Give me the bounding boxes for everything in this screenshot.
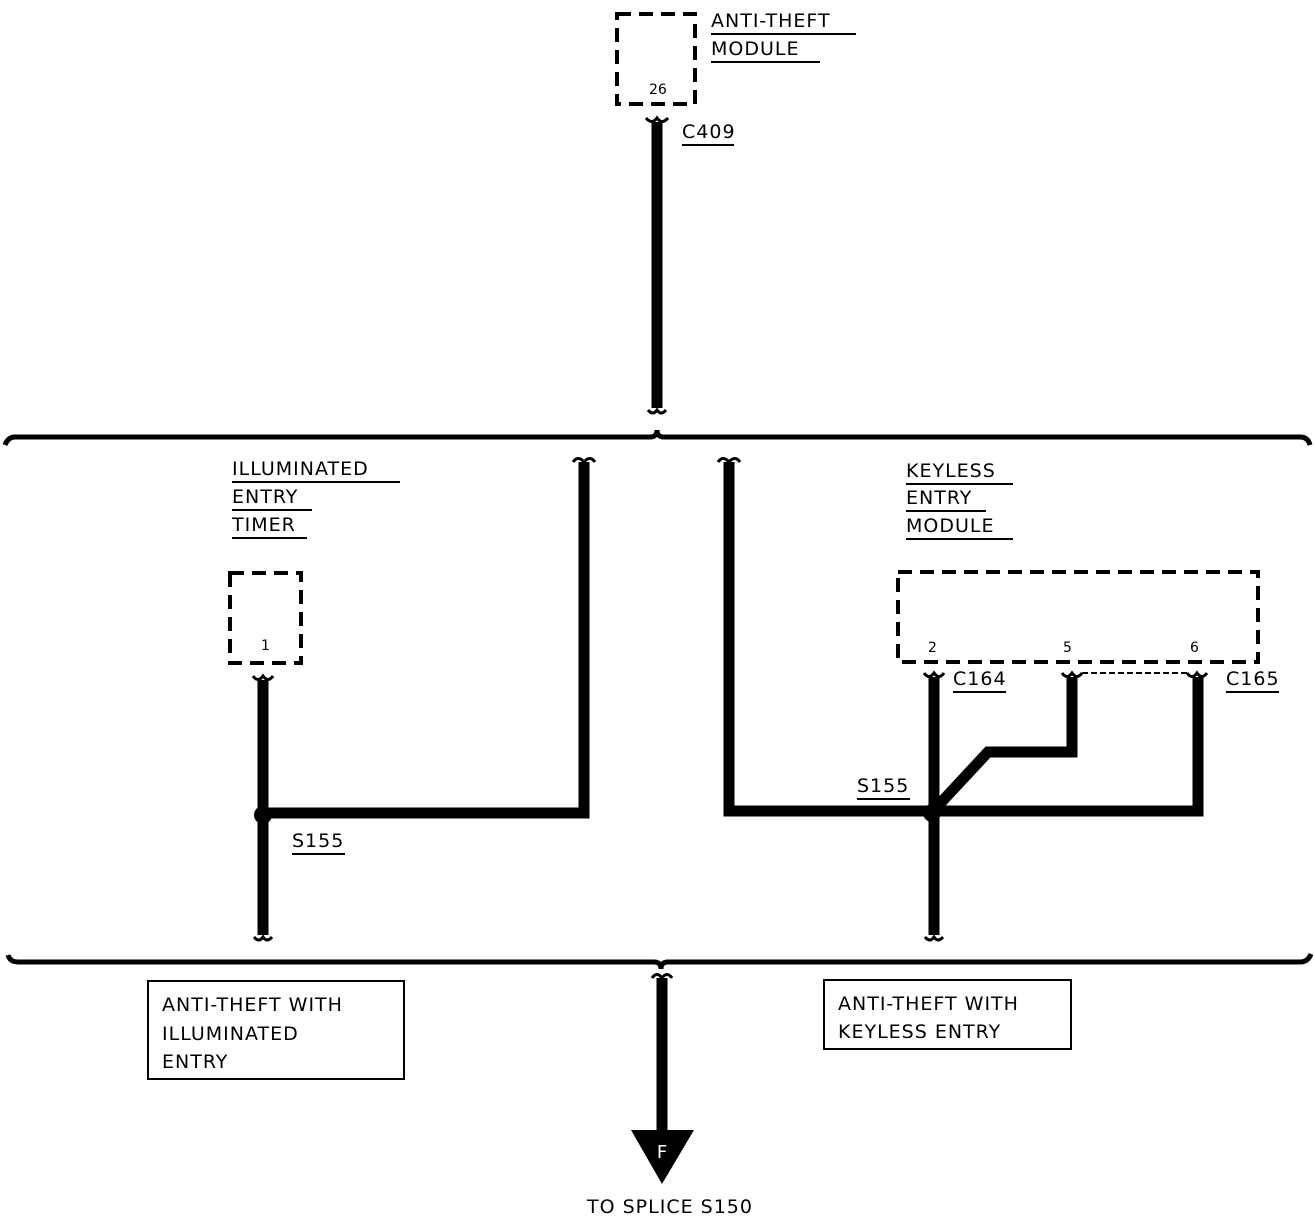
keyless-entry-module-label-1: KEYLESS <box>906 460 996 482</box>
off-page-arrow-f <box>631 1130 694 1184</box>
illuminated-entry-timer-label-3: TIMER <box>231 514 296 536</box>
connector-c165-label: C165 <box>1226 668 1280 690</box>
splice-s155-right-label: S155 <box>857 775 909 797</box>
anti-theft-pin-26: 26 <box>649 82 667 98</box>
option-box-illuminated-entry <box>147 980 405 1080</box>
option-box-illuminated-line-2: ILLUMINATED <box>162 1023 299 1045</box>
wire-left-horizontal <box>263 462 590 819</box>
anti-theft-module-box <box>615 12 697 106</box>
illuminated-entry-timer-label-2: ENTRY <box>232 486 298 508</box>
connector-c164-label: C164 <box>953 668 1007 690</box>
keyless-entry-module-label-2: ENTRY <box>906 487 972 509</box>
illuminated-timer-pin-1: 1 <box>261 638 270 654</box>
splice-s155-right <box>923 804 941 822</box>
option-box-keyless-entry <box>823 979 1072 1050</box>
connector-c409-label: C409 <box>682 121 736 143</box>
keyless-pin-2: 2 <box>928 640 937 656</box>
illuminated-entry-timer-box <box>228 571 303 665</box>
keyless-pin-6: 6 <box>1190 640 1199 656</box>
option-box-illuminated-line-3: ENTRY <box>162 1051 228 1073</box>
off-page-letter: F <box>657 1142 667 1163</box>
splice-s155-left <box>254 806 272 824</box>
anti-theft-module-label-2: MODULE <box>711 38 799 60</box>
splice-s155-left-label: S155 <box>292 830 344 852</box>
keyless-pin-5: 5 <box>1063 640 1072 656</box>
wire-keyless-pin6 <box>934 677 1204 817</box>
wire-right-horizontal <box>723 462 934 817</box>
wire-keyless-pin5 <box>929 677 1078 814</box>
illuminated-entry-timer-label-1: ILLUMINATED <box>232 458 369 480</box>
option-frame-top <box>2 429 1313 446</box>
option-box-illuminated-line-1: ANTI-THEFT WITH <box>162 994 343 1016</box>
destination-label: TO SPLICE S150 <box>586 1196 753 1216</box>
option-box-keyless-line-1: ANTI-THEFT WITH <box>838 993 1019 1015</box>
option-frame-bottom <box>5 953 1314 970</box>
anti-theft-module-label-1: ANTI-THEFT <box>711 10 831 32</box>
connector-c409-symbol <box>644 115 670 123</box>
keyless-entry-module-box <box>896 570 1260 664</box>
option-box-keyless-line-2: KEYLESS ENTRY <box>838 1021 1001 1043</box>
keyless-entry-module-label-3: MODULE <box>906 515 994 537</box>
